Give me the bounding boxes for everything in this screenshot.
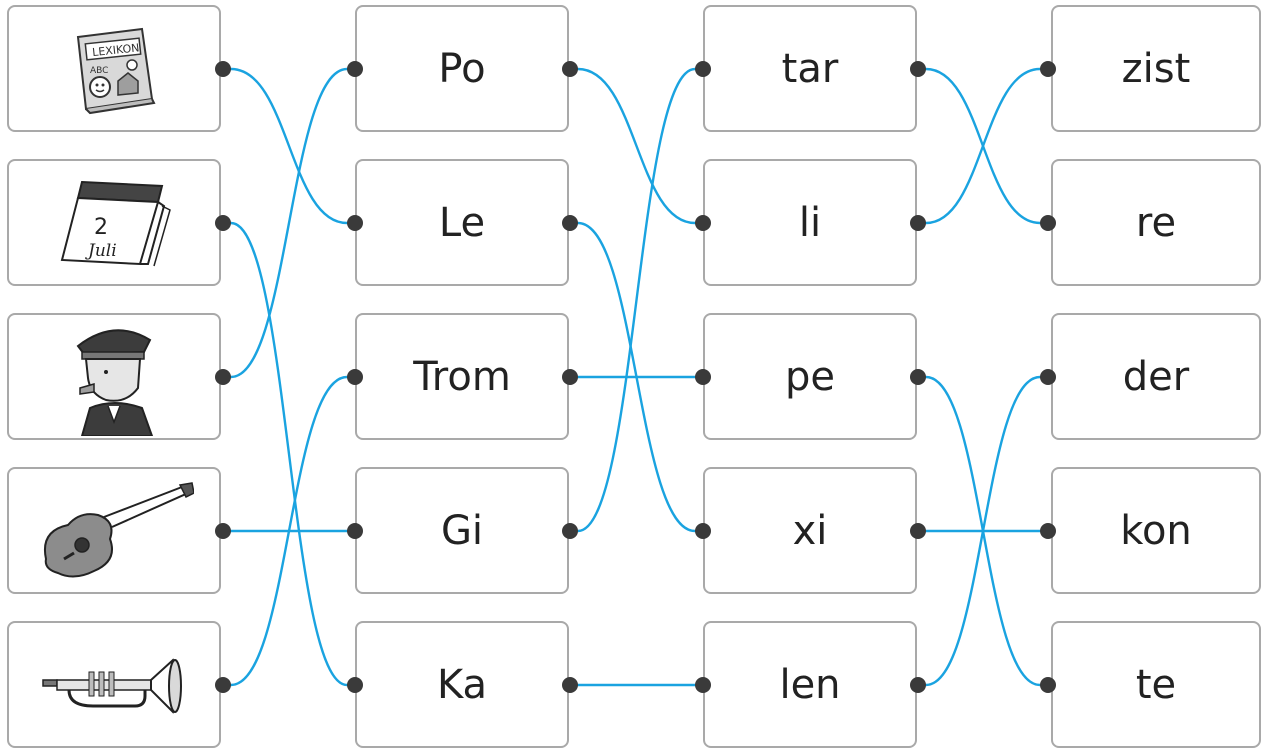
syllable-card[interactable]: Ka	[355, 621, 569, 748]
syllable-card[interactable]: Po	[355, 5, 569, 132]
police-officer-whistle-icon	[64, 318, 164, 436]
picture-card-calendar[interactable]: 2 Juli	[7, 159, 221, 286]
syllable-card[interactable]: len	[703, 621, 917, 748]
syllable-card[interactable]: Trom	[355, 313, 569, 440]
syllable-card[interactable]: li	[703, 159, 917, 286]
picture-card-police-officer[interactable]	[7, 313, 221, 440]
connection-line	[924, 375, 1042, 687]
guitar-icon	[34, 481, 194, 581]
calendar-day: 2	[94, 215, 108, 240]
syllable-card[interactable]: der	[1051, 313, 1261, 440]
connection-line	[924, 67, 1042, 225]
lexikon-title: LEXIKON	[92, 41, 140, 59]
syllable-card[interactable]: re	[1051, 159, 1261, 286]
connection-line	[576, 67, 697, 225]
syllable-card[interactable]: tar	[703, 5, 917, 132]
picture-card-guitar[interactable]	[7, 467, 221, 594]
connection-line	[229, 221, 349, 687]
connection-line	[576, 67, 697, 533]
calendar-icon: 2 Juli	[44, 168, 184, 278]
connection-line	[229, 67, 349, 379]
picture-card-trumpet[interactable]	[7, 621, 221, 748]
connection-line	[229, 375, 349, 687]
connection-line	[924, 375, 1042, 687]
syllable-card[interactable]: Gi	[355, 467, 569, 594]
syllable-card[interactable]: zist	[1051, 5, 1261, 132]
syllable-card[interactable]: pe	[703, 313, 917, 440]
connection-line	[229, 67, 349, 225]
syllable-card[interactable]: xi	[703, 467, 917, 594]
syllable-card[interactable]: kon	[1051, 467, 1261, 594]
picture-card-lexikon[interactable]: LEXIKON ABC	[7, 5, 221, 132]
lexikon-book-icon: LEXIKON ABC	[66, 21, 162, 117]
connection-line	[924, 67, 1042, 225]
syllable-card[interactable]: te	[1051, 621, 1261, 748]
lexikon-abc: ABC	[90, 66, 108, 76]
syllable-card[interactable]: Le	[355, 159, 569, 286]
trumpet-icon	[39, 650, 189, 720]
calendar-month: Juli	[85, 241, 117, 261]
connection-line	[576, 221, 697, 533]
